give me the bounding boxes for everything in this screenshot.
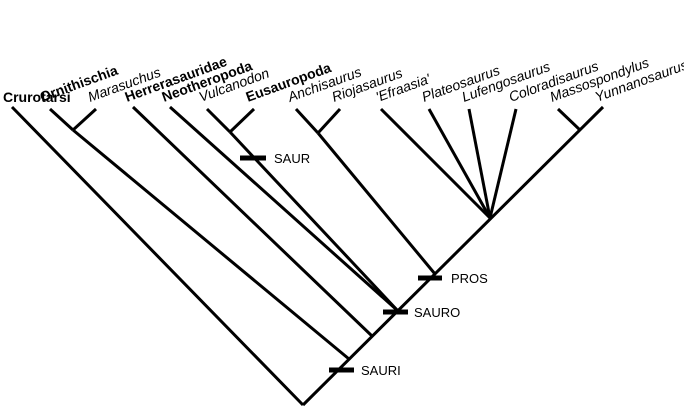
node-bars: [240, 155, 442, 373]
branch-main-right: [301, 105, 605, 407]
taxon-labels: Crurotarsi Ornithischia Marasuchus Herre…: [3, 53, 684, 105]
branch-lufengosaurus: [467, 108, 492, 219]
branch-vulcanodon: [205, 107, 232, 134]
node-label-sauri: SAURI: [361, 363, 401, 378]
branch-ornithischia-marasuchus: [72, 128, 350, 361]
branch-riojasaurus: [316, 107, 342, 135]
branch-neotheropoda: [168, 105, 400, 313]
branch-plateosaurus: [427, 108, 492, 219]
node-label-saur: SAUR: [274, 151, 310, 166]
branch-eusauropoda: [228, 107, 256, 134]
branch-ornithischia: [48, 107, 75, 132]
branch-anchisaurus: [294, 107, 320, 135]
branch-crurotarsi: [10, 105, 305, 407]
branches: [10, 105, 605, 407]
node-label-sauro: SAURO: [414, 305, 460, 320]
branch-marasuchus: [71, 107, 98, 132]
node-labels: SAUR PROS SAURO SAURI: [274, 151, 488, 378]
branch-efraasia: [379, 107, 492, 220]
branch-massospondylus: [556, 107, 582, 132]
taxon-crurotarsi: Crurotarsi: [3, 89, 71, 105]
node-label-pros: PROS: [451, 271, 488, 286]
branch-sauropoda: [228, 130, 400, 313]
branch-herrerasauridae: [131, 105, 374, 338]
branch-coloradisaurus: [488, 108, 518, 219]
branch-anchisaurus-riojasaurus: [316, 132, 437, 275]
